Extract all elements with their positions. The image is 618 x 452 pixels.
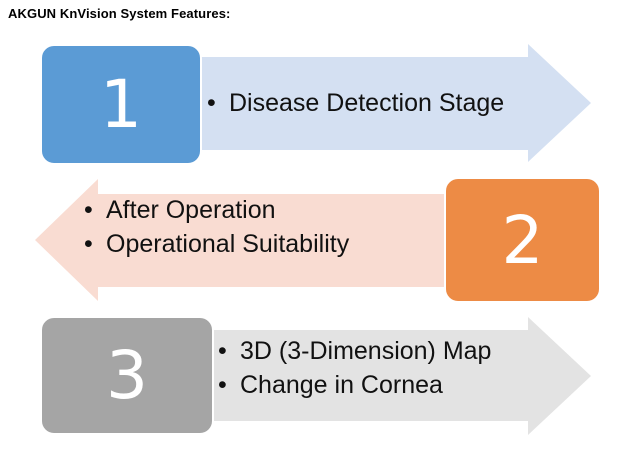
step-3-bullet-list: 3D (3-Dimension) Map Change in Cornea	[218, 334, 491, 402]
step-2-number-box: 2	[444, 177, 601, 303]
step-3-item-2: Change in Cornea	[218, 368, 491, 402]
step-1-item-1: Disease Detection Stage	[207, 86, 504, 120]
step-2-item-2: Operational Suitability	[84, 227, 349, 261]
step-3-number-box: 3	[40, 316, 214, 435]
step-1-number-box: 1	[40, 44, 202, 165]
page-title: AKGUN KnVision System Features:	[8, 6, 231, 21]
step-2-item-1: After Operation	[84, 193, 349, 227]
step-3-item-1: 3D (3-Dimension) Map	[218, 334, 491, 368]
step-2-bullet-list: After Operation Operational Suitability	[84, 193, 349, 261]
step-1-bullet-list: Disease Detection Stage	[207, 86, 504, 120]
